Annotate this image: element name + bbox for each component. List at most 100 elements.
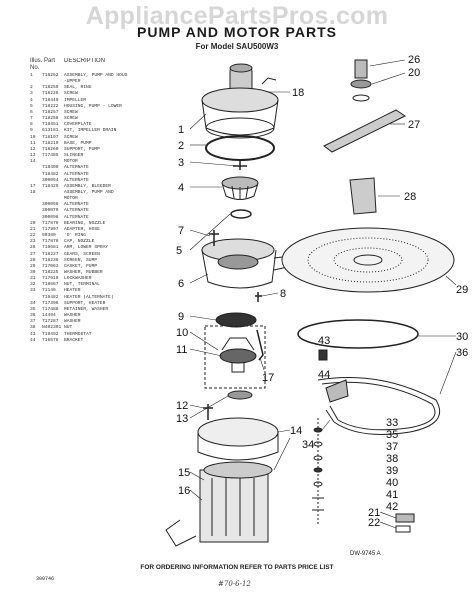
seal-ring [205, 135, 275, 161]
part-description: SCREW [64, 116, 78, 122]
pump-support [203, 404, 213, 420]
part-number: 718219 [42, 140, 59, 146]
screw-part [233, 160, 247, 170]
part-number: 718260 [42, 146, 59, 152]
part-number: 718429 [42, 183, 59, 189]
lower-housing-ring [230, 209, 252, 219]
part-description: SCREEN, SUMP [64, 257, 98, 263]
part-illus-no: 30 [30, 270, 36, 275]
callout-16: 16 [178, 485, 190, 497]
part-illus-no: 31 [30, 276, 36, 282]
upper-pump-housing [201, 63, 279, 139]
part-illus-no: 7 [30, 116, 33, 122]
screw-7 [209, 230, 219, 246]
callout-43: 43 [318, 335, 330, 347]
detail-box [204, 325, 266, 389]
part-number: 717287 [42, 319, 59, 325]
part-description: SUPPORT, HEATER [64, 300, 106, 306]
part-description: KIT, IMPELLER DRAIN [64, 128, 117, 134]
header-illus-no: Illus. Part No. [30, 58, 56, 71]
part-description: SUPPORT, PUMP [64, 146, 100, 152]
motor [165, 417, 279, 547]
part-illus-no: 44 [30, 337, 36, 343]
part-number: 719482 [42, 294, 59, 300]
part-illus-no: 2 [30, 85, 33, 91]
callout-2: 2 [178, 140, 184, 152]
callout-20: 20 [408, 67, 420, 79]
part-description: ALTERNATE [64, 171, 89, 177]
part-number: 717488 [42, 306, 59, 312]
part-illus-no: 34 [30, 300, 36, 306]
screw-8 [255, 292, 262, 302]
part-illus-no: 43 [30, 331, 36, 337]
page-code: 300746 [36, 576, 55, 582]
part-number: 718451 [42, 122, 59, 128]
callout-42: 42 [386, 501, 398, 513]
watermark: AppliancePartsPros.com [85, 2, 389, 30]
callout-6: 6 [178, 278, 184, 290]
part-description: NUT [64, 325, 73, 331]
part-illus-no: 32 [30, 282, 36, 288]
part-description: IMPELLER [64, 97, 87, 103]
part-illus-no: 9 [30, 128, 33, 134]
part-illus-no: 6 [30, 109, 33, 115]
part-description: WASHER [64, 313, 81, 319]
part-illus-no: 11 [30, 140, 36, 146]
callout-8: 8 [280, 288, 286, 300]
part-description: RETAINER, WASHER [64, 306, 109, 312]
part-number: N402301 [42, 325, 62, 331]
part-number: 717919 [42, 276, 59, 282]
coverplate [215, 312, 257, 328]
part-description: COVERPLATE [64, 122, 92, 128]
part-illus-no: 18 [30, 189, 36, 195]
part-description: ASSEMBLY, PUMP AND HOUSING [64, 73, 128, 78]
callout-26: 26 [408, 54, 420, 66]
callout-21: 21 [368, 507, 380, 519]
callout-38: 38 [386, 453, 398, 465]
part-number: 90380 [42, 233, 56, 239]
part-number: 718226 [42, 91, 59, 97]
part-number: 718257 [42, 109, 59, 115]
part-description: ALTERNATE [64, 214, 89, 220]
part-number: 718667 [42, 282, 59, 288]
callout-7: 7 [178, 225, 184, 237]
pump-gasket [281, 227, 455, 293]
model-subtitle: For Model SAU500W3 [195, 42, 279, 51]
part-number: 300066 [42, 202, 59, 208]
part-description: ALTERNATE [64, 177, 89, 183]
impeller [221, 176, 259, 200]
part-number: 719492 [42, 331, 59, 337]
part-illus-no: 23 [30, 239, 36, 245]
thermostat [318, 349, 328, 361]
callout-12: 12 [176, 400, 188, 412]
lower-pump-housing [201, 238, 293, 289]
callout-10: 10 [176, 327, 188, 339]
part-illus-no: 28 [30, 257, 36, 263]
part-number: 718225 [42, 270, 59, 275]
callout-28: 28 [404, 191, 416, 203]
